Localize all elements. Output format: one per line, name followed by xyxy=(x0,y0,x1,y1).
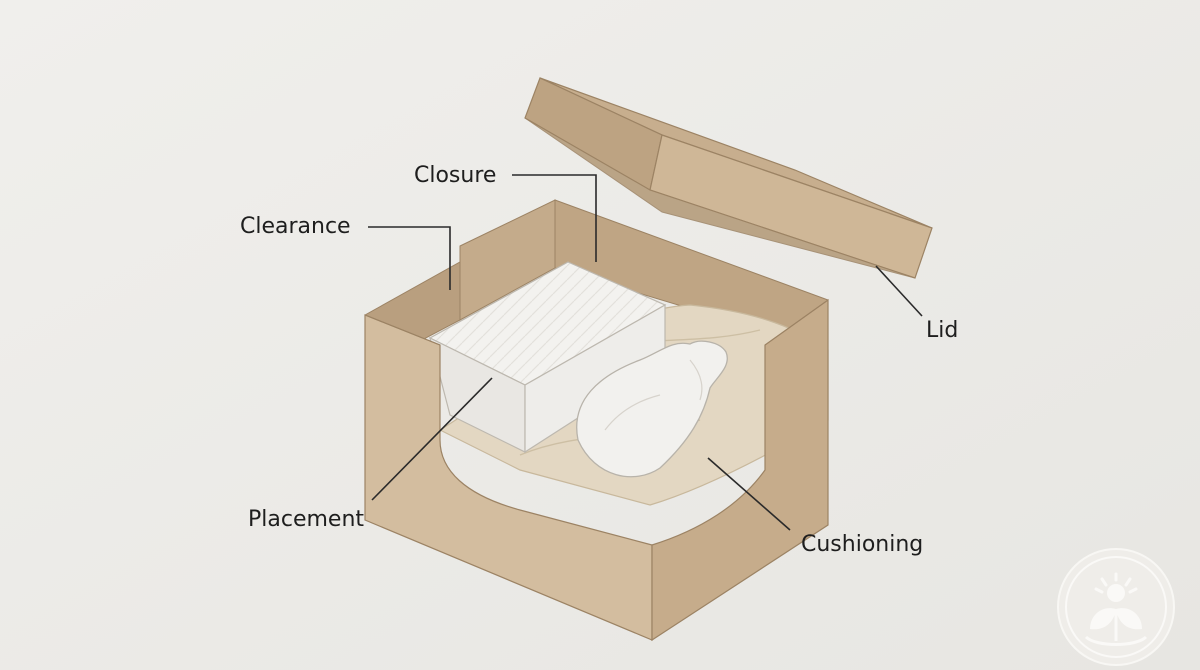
closure-label: Closure xyxy=(414,163,496,188)
box-front xyxy=(364,298,829,642)
lid-leader xyxy=(875,265,923,317)
wrapped-bottle xyxy=(576,340,728,478)
lid-label: Lid xyxy=(926,318,958,343)
leader-lines xyxy=(368,174,923,531)
cushioning-leader xyxy=(707,457,791,531)
closure-leader xyxy=(512,174,597,262)
clearance-label: Clearance xyxy=(240,214,351,239)
placement-label: Placement xyxy=(248,507,364,532)
box-lid xyxy=(524,77,933,279)
placement-leader xyxy=(371,377,493,501)
cushioning-label: Cushioning xyxy=(801,532,923,557)
bottle-creases xyxy=(604,359,703,431)
sprout-sun-icon xyxy=(1057,548,1175,666)
wrapped-item xyxy=(428,261,667,454)
clearance-leader xyxy=(368,226,451,290)
